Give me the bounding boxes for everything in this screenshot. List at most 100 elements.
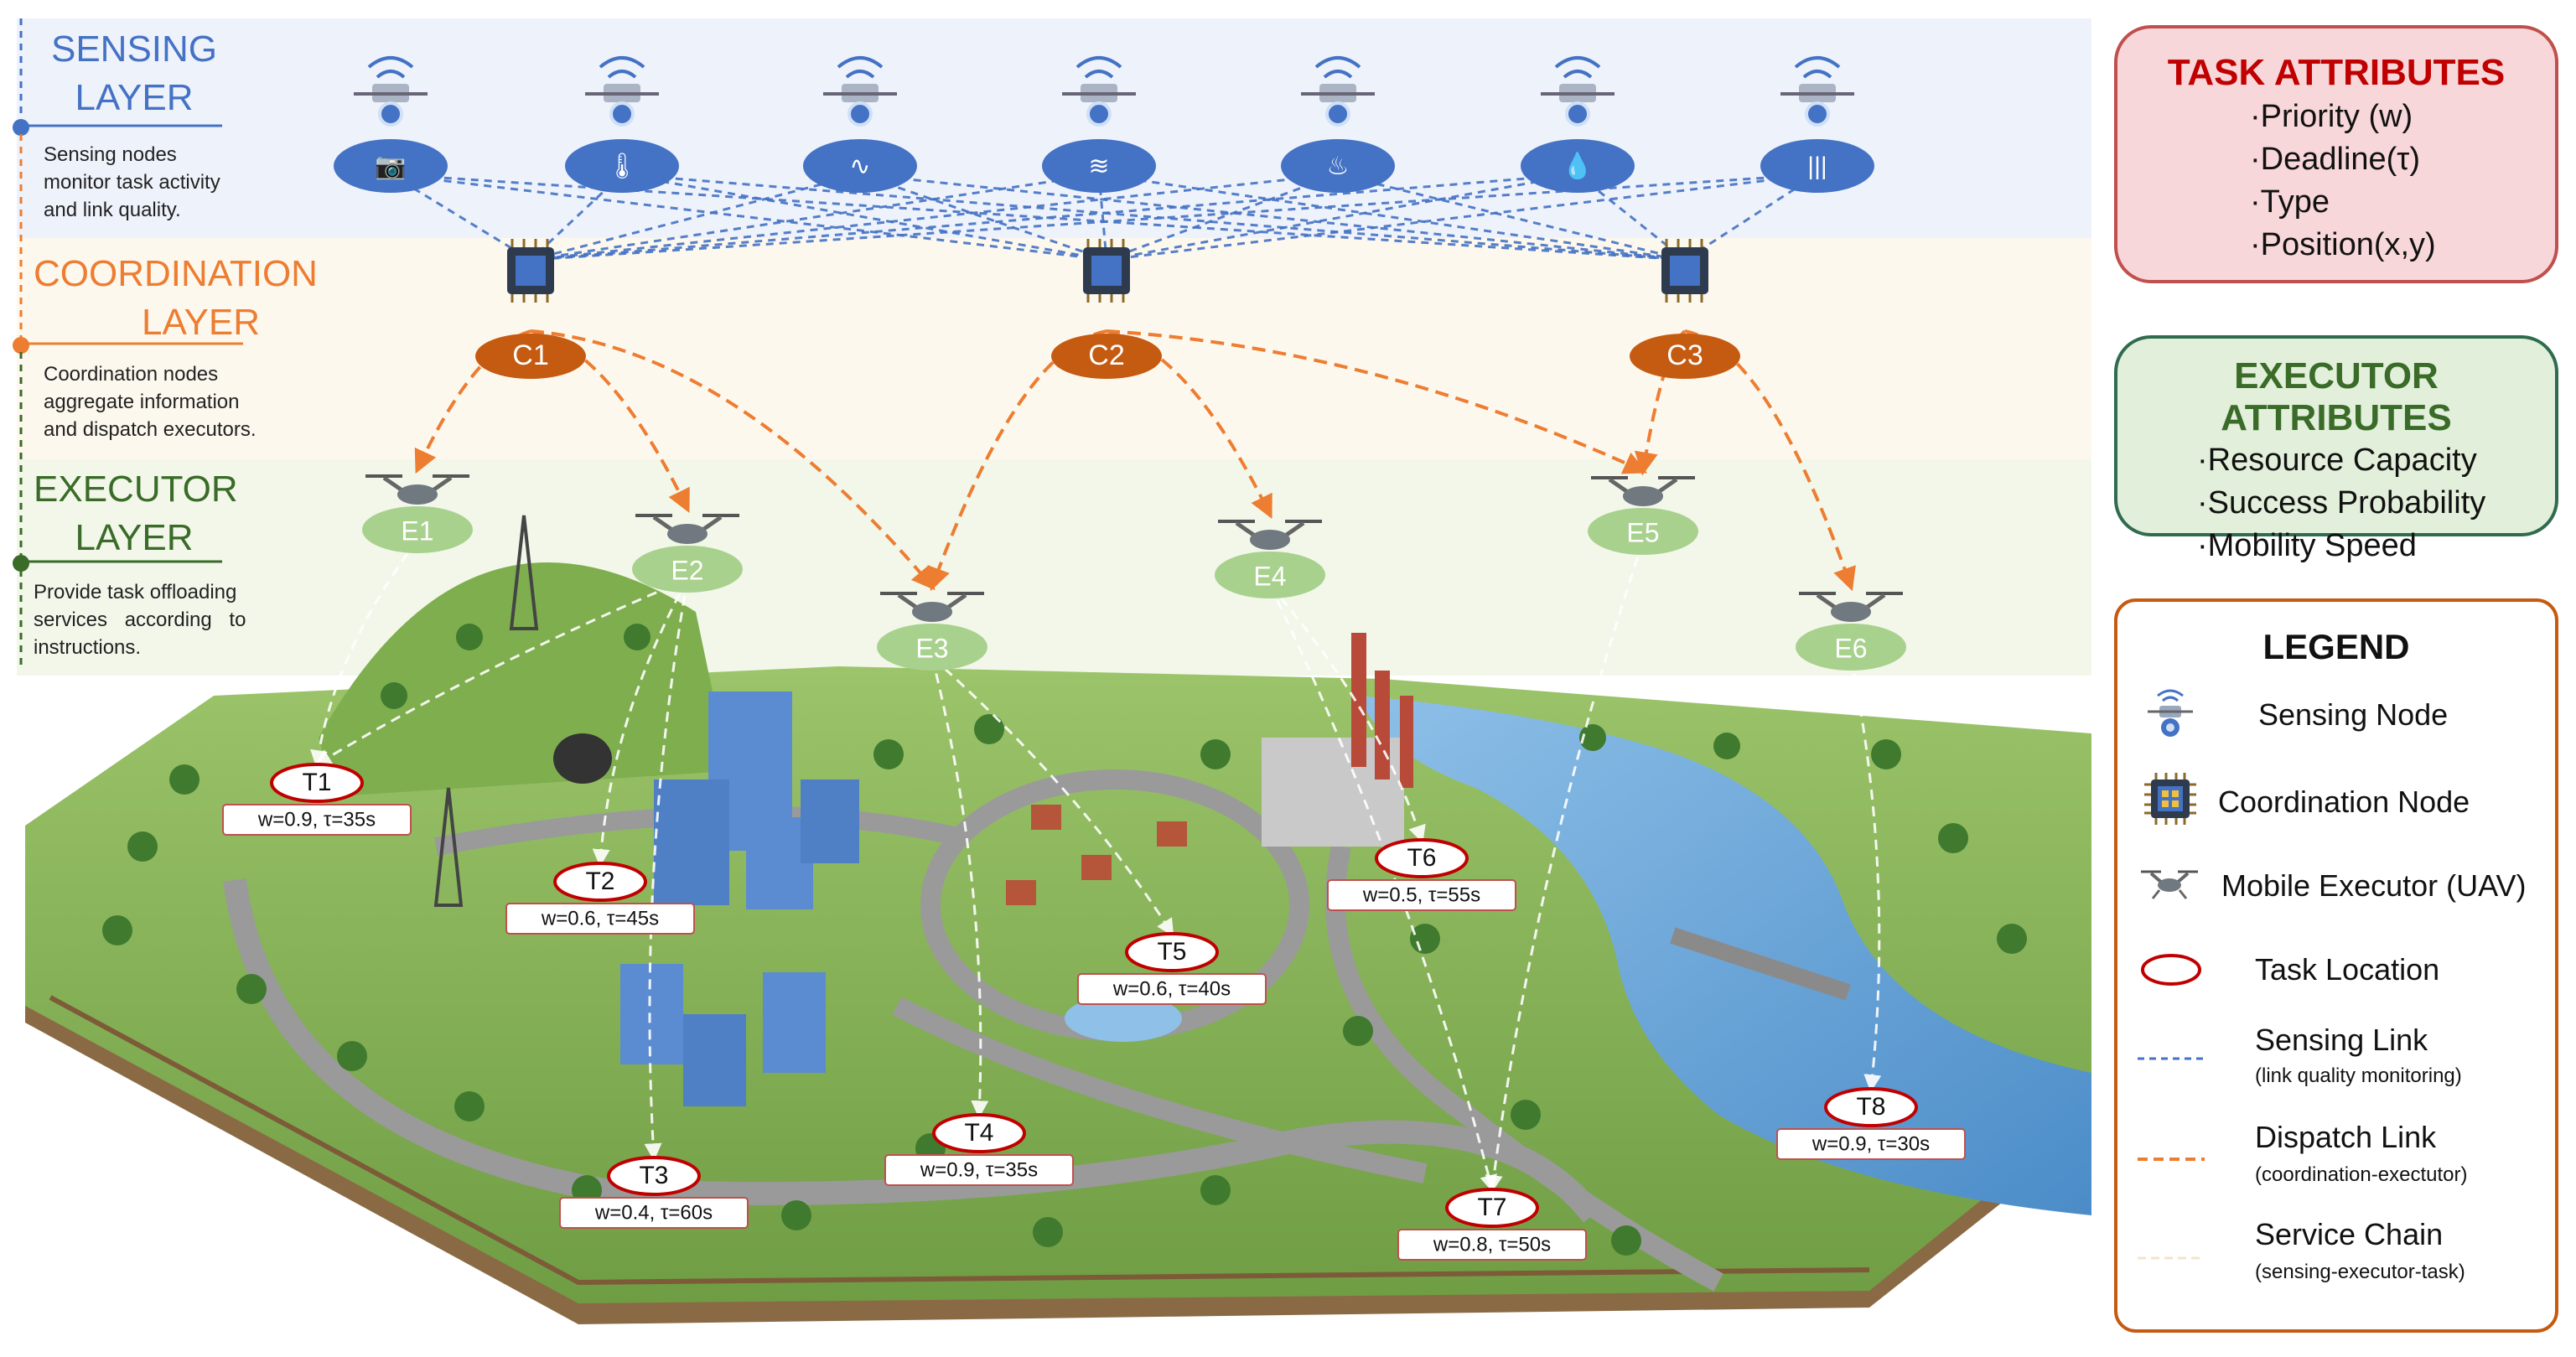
sensing-link [1098,173,1686,262]
legend-panel: LEGEND Sensing Node Coordination Node Mo… [2114,598,2558,1333]
executor-badge [1796,624,1906,671]
task-attributes-text: w=0.5, τ=55s [1362,883,1480,906]
task-marker [1824,1087,1918,1127]
sensing-node[interactable]: ≋ [1042,56,1156,193]
task-location[interactable]: T4w=0.9, τ=35s [884,1113,1074,1186]
wifi-signal-icon [1075,56,1122,69]
sensing-link [530,173,1339,262]
sensor-base [803,139,917,193]
executor-layer-title-line1: EXECUTOR [34,469,238,510]
sensor-lens [1086,101,1112,127]
executor-uav[interactable]: E4 [1215,520,1325,598]
sensing-node[interactable]: 🌡 [565,56,679,193]
executor-badge [632,546,743,593]
sensing-desc-line: and link quality. [44,199,181,221]
task-marker [553,862,647,902]
service-chain-link [644,578,689,1162]
wifi-signal-icon [1554,56,1601,69]
sensor-lens [1325,101,1350,127]
legend-sensing-node-icon [2148,689,2193,737]
task-location[interactable]: T8w=0.9, τ=30s [1776,1087,1966,1160]
task-attributes-tag [222,804,412,836]
executor-attribute-item: ·Resource Capacity [2197,443,2477,478]
coordination-desc-line: aggregate information [44,391,240,413]
executor-badge [877,624,987,671]
camera-icon: 📷 [375,153,406,180]
executor-uav[interactable]: E3 [877,592,987,671]
executor-uav[interactable]: E6 [1796,592,1906,671]
executor-label: E2 [671,555,703,585]
executor-layer-band [17,459,2091,676]
legend-dispatch-link-line [2138,1158,2205,1161]
executor-label: E3 [915,633,948,663]
sensing-node[interactable]: ♨ [1281,56,1395,193]
service-chain-link [310,539,419,769]
sensing-node[interactable]: ∿ [803,56,917,193]
task-attribute-item: ·Priority (w) [2250,99,2413,134]
executor-uav[interactable]: E2 [632,514,743,593]
task-label: T6 [1407,844,1436,872]
sensor-base [1760,139,1874,193]
legend-task-location-icon [2141,954,2201,986]
sensing-link [859,173,1107,262]
sensing-node[interactable]: ||| [1760,56,1874,193]
sensing-node[interactable]: 💧 [1521,56,1635,193]
layer-timeline [13,18,243,671]
executor-desc-line: instructions. [34,636,142,659]
sensing-link [530,173,1100,262]
sensing-link [1337,173,1686,262]
executor-badge [362,506,473,553]
task-location[interactable]: T7w=0.8, τ=50s [1397,1188,1587,1261]
sound-wave-icon: ||| [1807,153,1827,180]
sensing-link [1106,173,1339,262]
task-label: T4 [964,1119,993,1147]
executor-attribute-item: ·Success Probability [2197,485,2486,521]
fire-icon: ♨ [1327,153,1350,180]
task-attribute-item: ·Deadline(τ) [2250,142,2420,177]
executor-attributes-title: EXECUTOR ATTRIBUTES [2221,355,2452,438]
wifi-signal-icon [1084,70,1114,79]
task-location[interactable]: T1w=0.9, τ=35s [222,763,412,836]
wifi-signal-icon [1563,70,1593,79]
sensing-link [1106,173,1818,262]
wifi-signal-icon [1794,56,1841,69]
executor-desc-line: services according to [34,609,246,631]
task-location[interactable]: T5w=0.6, τ=40s [1077,932,1267,1005]
sensing-layer-title: SENSING LAYER [34,25,235,122]
sensor-lens [847,101,873,127]
legend-service-chain-sub: (sensing-executor-task) [2255,1261,2465,1283]
task-marker [270,763,364,803]
task-attributes-tag [1327,879,1516,911]
sensing-node[interactable]: 📷 [334,56,448,193]
sensing-desc-line: monitor task activity [44,171,220,194]
task-location[interactable]: T3w=0.4, τ=60s [559,1156,749,1229]
sensing-layer-title-line1: SENSING [50,28,218,70]
task-location[interactable]: T6 w=0.5, τ=55s [1327,838,1516,911]
task-attributes-text: w=0.9, τ=30s [1811,1132,1930,1155]
wifi-signal-icon [376,70,406,79]
service-chain-link [1268,584,1426,843]
task-attributes-panel: TASK ATTRIBUTES ·Priority (w) ·Deadline(… [2114,25,2558,283]
sensor-lens [1805,101,1830,127]
water-drop-icon: 💧 [1562,151,1593,180]
executor-uav[interactable]: E1 [362,474,473,553]
task-attributes-tag [884,1154,1074,1186]
uav-body [1831,602,1871,622]
executor-uav[interactable]: E5 [1588,476,1698,555]
coordination-node[interactable]: C3 [1630,239,1740,379]
sensing-link [859,173,1686,262]
wifi-signal-icon [837,56,884,69]
sensor-base [1281,139,1395,193]
task-location[interactable]: T2w=0.6, τ=45s [505,862,695,935]
coordinator-label: C3 [1666,339,1703,371]
legend-uav-icon [2141,870,2198,899]
task-attributes-tag [559,1197,749,1229]
executor-label: E6 [1834,633,1867,663]
dispatch-link [414,329,531,474]
task-label: T7 [1477,1194,1506,1221]
wifi-signal-icon [1802,70,1832,79]
coordination-node[interactable]: C1 [475,239,586,379]
wifi-signal-icon [607,70,637,79]
coordination-node[interactable]: C2 [1051,239,1162,379]
